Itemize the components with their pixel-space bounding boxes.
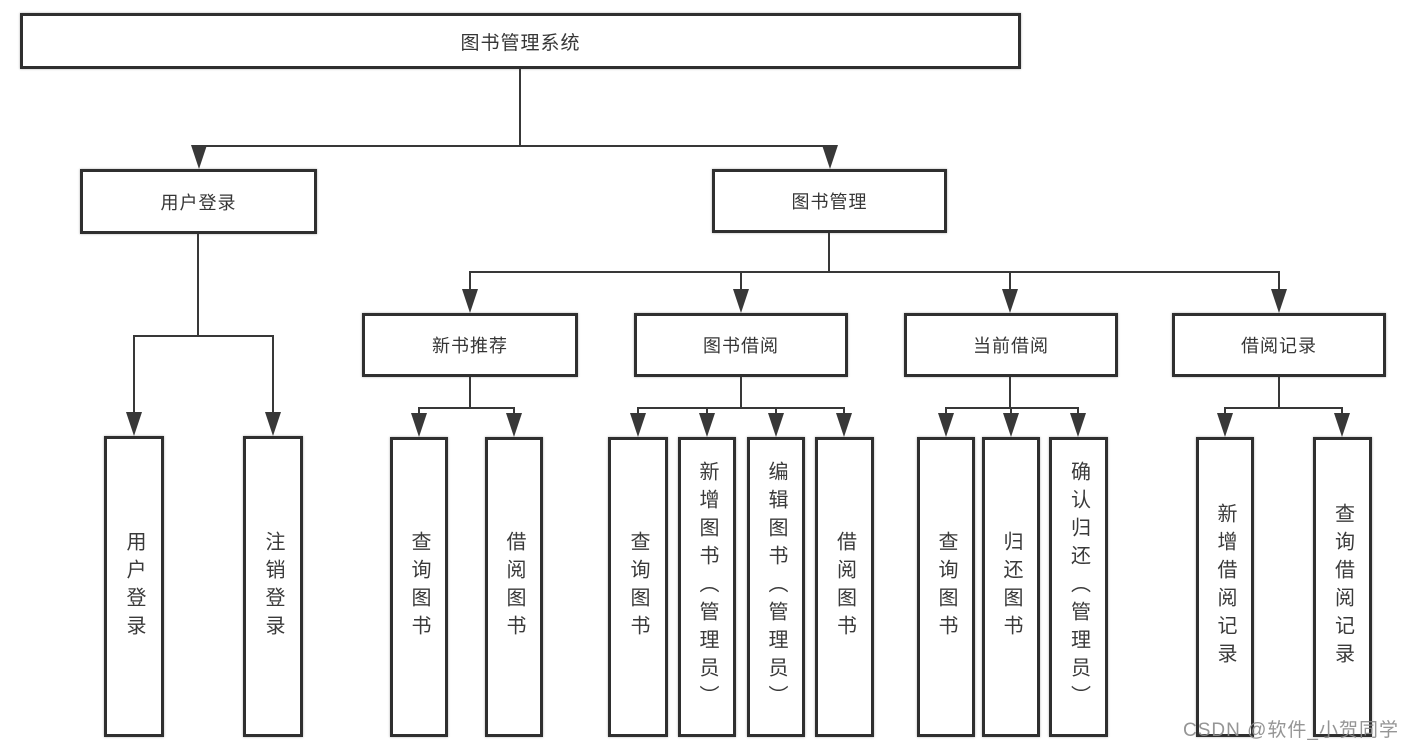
connector-line: [513, 407, 515, 415]
connector-line: [740, 377, 742, 409]
watermark: CSDN @软件_小贺同学: [1183, 720, 1399, 741]
leaf-user-login: 用户登录: [104, 436, 164, 737]
node-borrow-records: 借阅记录: [1172, 313, 1386, 377]
leaf-return-books: 归还图书: [982, 437, 1040, 737]
leaf-query-books: 查询图书: [608, 437, 668, 737]
connector-line: [418, 407, 420, 415]
arrow-down-icon: [126, 412, 142, 436]
arrow-down-icon: [191, 145, 207, 169]
connector-line: [198, 145, 830, 147]
connector-line: [134, 335, 274, 337]
connector-line: [1009, 271, 1011, 291]
leaf-label: 查询图书: [935, 531, 957, 643]
connector-line: [419, 407, 515, 409]
arrow-down-icon: [699, 413, 715, 437]
connector-line: [272, 335, 274, 413]
leaf-add-books-admin: 新增图书（管理员）: [678, 437, 736, 737]
leaf-query-books: 查询图书: [917, 437, 975, 737]
leaf-label: 编辑图书（管理员）: [765, 461, 787, 713]
connector-line: [133, 335, 135, 413]
arrow-down-icon: [836, 413, 852, 437]
connector-line: [740, 271, 742, 291]
connector-line: [945, 407, 947, 415]
arrow-down-icon: [822, 145, 838, 169]
connector-line: [843, 407, 845, 415]
connector-line: [1225, 407, 1343, 409]
arrow-down-icon: [768, 413, 784, 437]
arrow-down-icon: [1002, 289, 1018, 313]
connector-line: [1278, 271, 1280, 291]
arrow-down-icon: [630, 413, 646, 437]
connector-line: [469, 271, 471, 291]
arrow-down-icon: [411, 413, 427, 437]
node-book-borrow: 图书借阅: [634, 313, 848, 377]
arrow-down-icon: [733, 289, 749, 313]
connector-line: [637, 407, 639, 415]
leaf-query-borrow-record: 查询借阅记录: [1313, 437, 1372, 737]
leaf-label: 归还图书: [1000, 531, 1022, 643]
leaf-label: 借阅图书: [833, 531, 856, 643]
leaf-borrow-books: 借阅图书: [815, 437, 874, 737]
connector-line: [946, 407, 1079, 409]
leaf-label: 借阅图书: [503, 531, 525, 643]
connector-line: [1077, 407, 1079, 415]
leaf-label: 新增图书（管理员）: [696, 461, 718, 713]
arrow-down-icon: [265, 412, 281, 436]
connector-line: [828, 233, 830, 273]
connector-line: [197, 234, 199, 336]
connector-line: [470, 271, 1280, 273]
node-user-login: 用户登录: [80, 169, 317, 234]
leaf-edit-books-admin: 编辑图书（管理员）: [747, 437, 805, 737]
node-book-management: 图书管理: [712, 169, 947, 233]
connector-line: [775, 407, 777, 415]
leaf-borrow-books: 借阅图书: [485, 437, 543, 737]
arrow-down-icon: [1070, 413, 1086, 437]
leaf-label: 用户登录: [123, 530, 145, 643]
arrow-down-icon: [506, 413, 522, 437]
connector-line: [469, 377, 471, 409]
connector-line: [1010, 407, 1012, 415]
connector-line: [1278, 377, 1280, 409]
connector-line: [519, 69, 521, 147]
connector-line: [706, 407, 708, 415]
leaf-query-books: 查询图书: [390, 437, 448, 737]
leaf-label: 注销登录: [262, 530, 284, 643]
node-root: 图书管理系统: [20, 13, 1021, 69]
connector-line: [1009, 377, 1011, 409]
leaf-logout: 注销登录: [243, 436, 303, 737]
arrow-down-icon: [1217, 413, 1233, 437]
arrow-down-icon: [1334, 413, 1350, 437]
leaf-label: 确认归还（管理员）: [1067, 461, 1090, 713]
arrow-down-icon: [938, 413, 954, 437]
arrow-down-icon: [1003, 413, 1019, 437]
connector-line: [638, 407, 845, 409]
leaf-add-borrow-record: 新增借阅记录: [1196, 437, 1254, 737]
arrow-down-icon: [462, 289, 478, 313]
leaf-label: 查询图书: [408, 531, 430, 643]
connector-line: [1224, 407, 1226, 415]
leaf-label: 查询图书: [627, 531, 649, 643]
leaf-confirm-return-admin: 确认归还（管理员）: [1049, 437, 1108, 737]
connector-line: [1341, 407, 1343, 415]
node-current-borrow: 当前借阅: [904, 313, 1118, 377]
leaf-label: 新增借阅记录: [1214, 503, 1236, 671]
arrow-down-icon: [1271, 289, 1287, 313]
node-new-book-recommend: 新书推荐: [362, 313, 578, 377]
leaf-label: 查询借阅记录: [1331, 503, 1354, 671]
